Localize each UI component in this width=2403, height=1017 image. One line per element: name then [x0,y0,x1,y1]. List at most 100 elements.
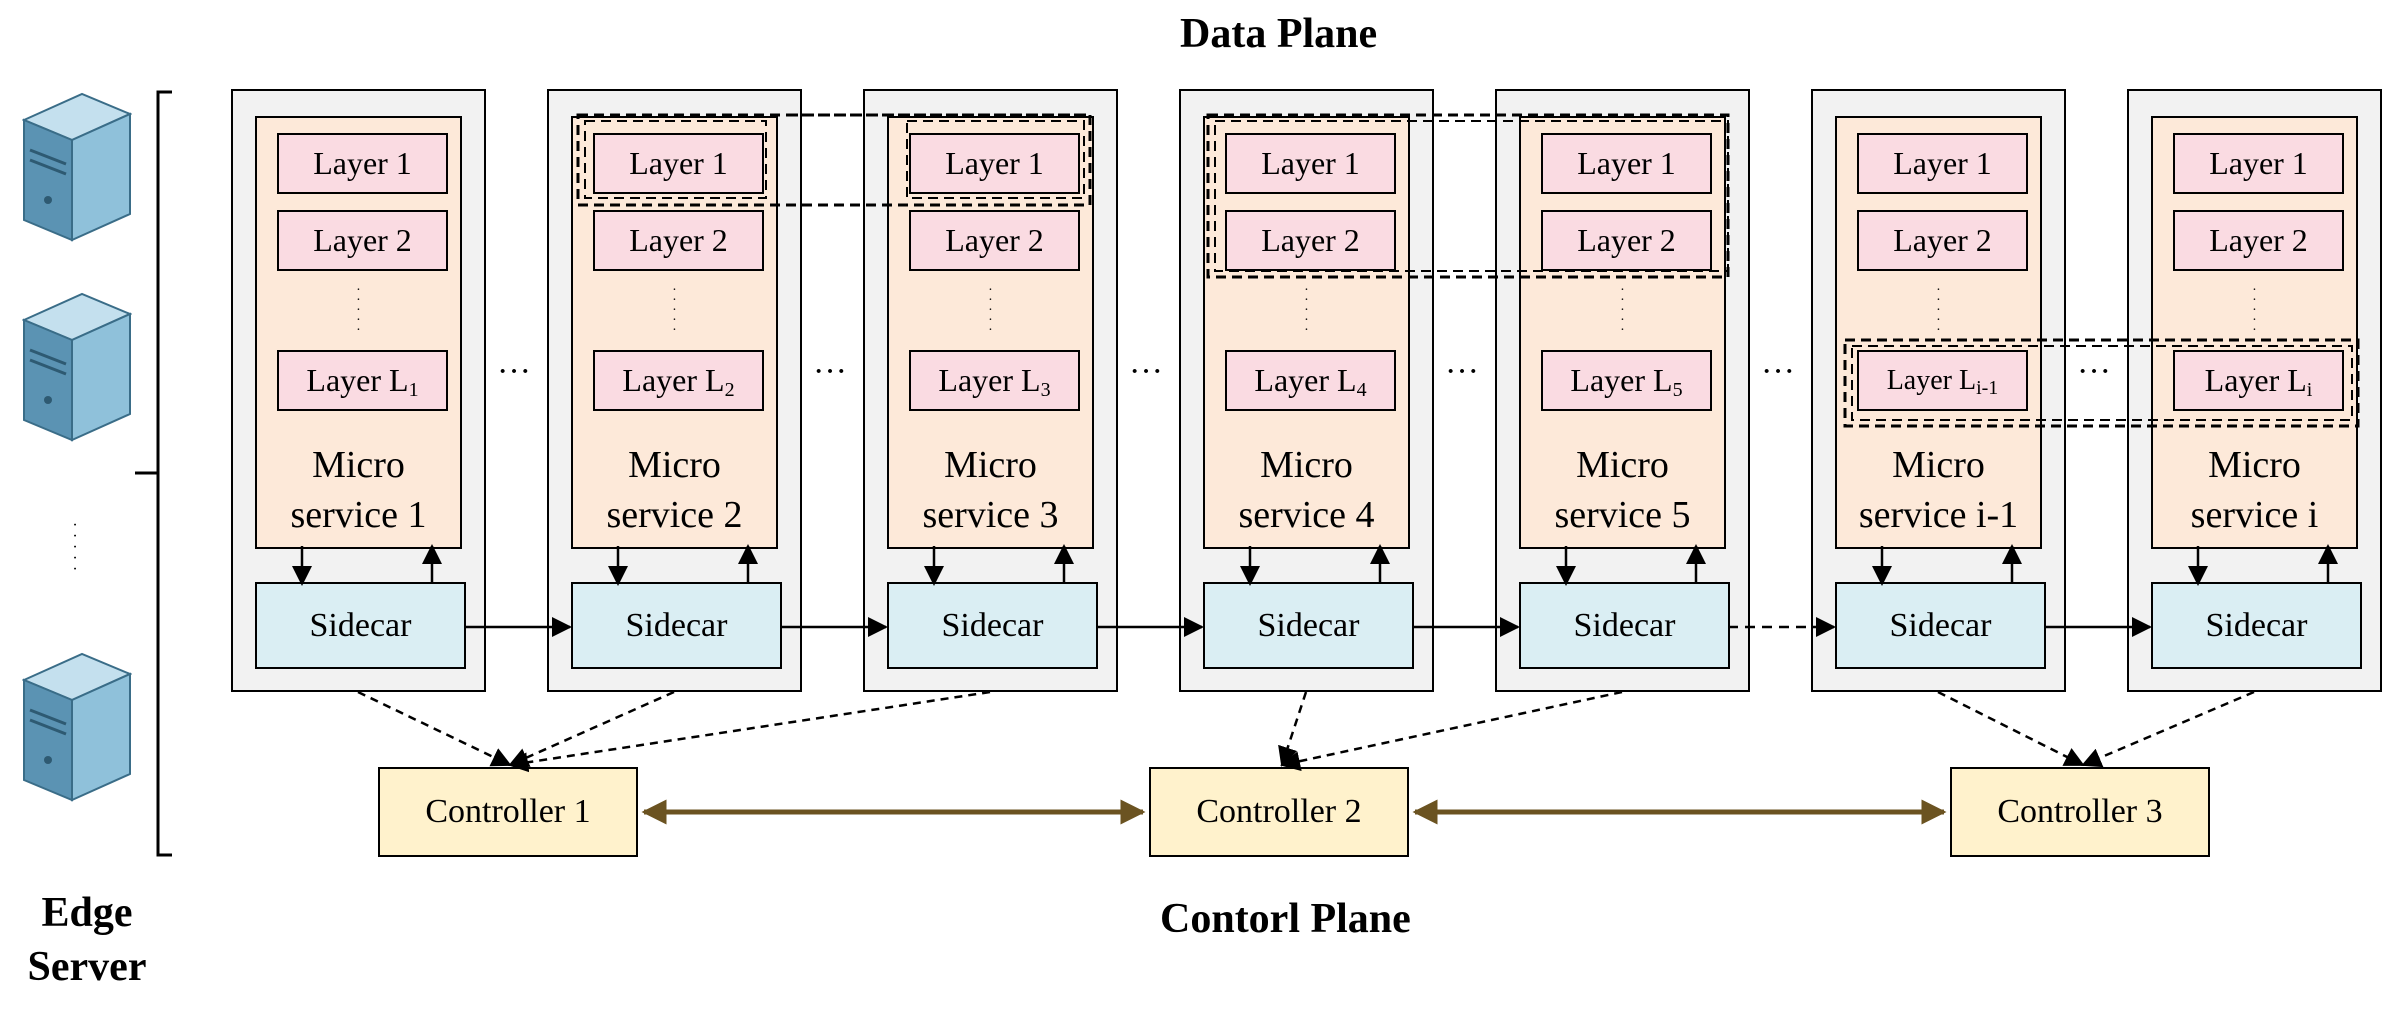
microservice-box: Layer 1 Layer 2 · · · · · Layer L1 Micro… [255,116,462,549]
microservice-label-line1: Micro [1260,444,1353,486]
layer-vertical-dots: · · · · · [1304,283,1309,338]
layer-vertical-dots: · · · · · [1936,283,1941,338]
sidecar-box: Sidecar [2151,582,2362,669]
layer-last-subscript: 4 [1356,379,1367,401]
column-controller-arrows [357,690,2255,773]
server-tower-icon [22,292,132,442]
microservice-label-line1: Micro [628,444,721,486]
microservice-label: Micro service 3 [889,440,1092,540]
layer-1-box: Layer 1 [909,133,1080,194]
layer-last-label: Layer L [1886,365,1977,396]
column-ellipsis: ··· [2077,353,2111,390]
layer-last-box: Layer L3 [909,350,1080,411]
layer-last-label: Layer L [1254,362,1357,398]
edge-server-label: Edge Server [12,886,162,994]
microservice-label-line1: Micro [1892,444,1985,486]
layer-1-box: Layer 1 [277,133,448,194]
column-ellipsis: ··· [813,353,847,390]
microservice-column-3: Layer 1 Layer 2 · · · · · Layer L3 Micro… [863,89,1118,692]
microservice-column-i-1: Layer 1 Layer 2 · · · · · Layer Li-1 Mic… [1811,89,2066,692]
microservice-label-line2: service i-1 [1858,494,2019,536]
sidecar-box: Sidecar [571,582,782,669]
server-vertical-dots: · · · · · [72,517,78,578]
microservice-column-i: Layer 1 Layer 2 · · · · · Layer Li Micro… [2127,89,2382,692]
layer-vertical-dots: · · · · · [988,283,993,338]
controller-1: Controller 1 [378,767,638,857]
layer-last-label: Layer L [2204,362,2307,398]
microservice-label-line2: service 2 [606,494,743,536]
layer-last-subscript: i-1 [1976,377,1999,399]
layer-1-box: Layer 1 [2173,133,2344,194]
edge-server-label-line1: Edge [41,890,133,936]
layer-last-label: Layer L [1570,362,1673,398]
microservice-box: Layer 1 Layer 2 · · · · · Layer L2 Micro… [571,116,778,549]
sidecar-box: Sidecar [1519,582,1730,669]
group-layers-4to5 [1206,113,1730,279]
layer-2-box: Layer 2 [593,210,764,271]
layer-2-box: Layer 2 [909,210,1080,271]
layer-last-box: Layer L1 [277,350,448,411]
microservice-box: Layer 1 Layer 2 · · · · · Layer L3 Micro… [887,116,1094,549]
layer-last-subscript: i [2306,379,2313,401]
layer-last-box: Layer L4 [1225,350,1396,411]
layer-2-box: Layer 2 [2173,210,2344,271]
microservice-label-line1: Micro [312,444,405,486]
microservice-label-line2: service 1 [290,494,427,536]
sidecar-box: Sidecar [1835,582,2046,669]
layer-1-box: Layer 1 [1225,133,1396,194]
sidecar-box: Sidecar [1203,582,1414,669]
edge-server-bracket [156,90,172,857]
control-plane-heading: Contorl Plane [1160,896,1411,942]
layer-grouping-boxes [576,113,2360,428]
layer-1-box: Layer 1 [1857,133,2028,194]
layer-vertical-dots: · · · · · [356,283,361,338]
column-ellipsis: ··· [1129,353,1163,390]
group-layer1-2to3 [576,113,1092,207]
layer-last-subscript: 5 [1672,379,1683,401]
microservice-box: Layer 1 Layer 2 · · · · · Layer Li-1 Mic… [1835,116,2042,549]
layer-last-label: Layer L [938,362,1041,398]
data-plane-heading: Data Plane [1180,11,1378,57]
microservice-box: Layer 1 Layer 2 · · · · · Layer L5 Micro… [1519,116,1726,549]
layer-vertical-dots: · · · · · [2252,283,2257,338]
layer-1-box: Layer 1 [1541,133,1712,194]
microservice-label-line2: service 3 [922,494,1059,536]
column-ellipsis: ··· [497,353,531,390]
microservice-label-line1: Micro [1576,444,1669,486]
microservice-label: Micro service 4 [1205,440,1408,540]
column-ellipsis: ··· [1445,353,1479,390]
server-tower-icon [22,652,132,802]
layer-2-box: Layer 2 [277,210,448,271]
layer-1-box: Layer 1 [593,133,764,194]
microservice-box: Layer 1 Layer 2 · · · · · Layer Li Micro… [2151,116,2358,549]
microservice-label: Micro service 5 [1521,440,1724,540]
microservice-column-4: Layer 1 Layer 2 · · · · · Layer L4 Micro… [1179,89,1434,692]
group-layer-last-i1-to-i [1843,338,2360,428]
microservice-column-2: Layer 1 Layer 2 · · · · · Layer L2 Micro… [547,89,802,692]
server-tower-icon [22,92,132,242]
layer-last-label: Layer L [622,362,725,398]
controller-3: Controller 3 [1950,767,2210,857]
layer-last-box: Layer Li-1 [1857,350,2028,411]
microservice-label: Micro service 2 [573,440,776,540]
microservice-label-line2: service 5 [1554,494,1691,536]
microservice-column-5: Layer 1 Layer 2 · · · · · Layer L5 Micro… [1495,89,1750,692]
layer-last-subscript: 2 [724,379,735,401]
microservice-label: Micro service i-1 [1837,440,2040,540]
layer-last-subscript: 3 [1040,379,1051,401]
microservice-label-line2: service 4 [1238,494,1375,536]
microservice-box: Layer 1 Layer 2 · · · · · Layer L4 Micro… [1203,116,1410,549]
layer-last-box: Layer L2 [593,350,764,411]
microservice-column-1: Layer 1 Layer 2 · · · · · Layer L1 Micro… [231,89,486,692]
layer-2-box: Layer 2 [1857,210,2028,271]
layer-vertical-dots: · · · · · [672,283,677,338]
column-ellipsis: ··· [1761,353,1795,390]
layer-vertical-dots: · · · · · [1620,283,1625,338]
microservice-label: Micro service 1 [257,440,460,540]
layer-last-label: Layer L [306,362,409,398]
microservice-label-line1: Micro [2208,444,2301,486]
layer-grouping-inner-boxes [584,120,2353,421]
layer-last-box: Layer Li [2173,350,2344,411]
